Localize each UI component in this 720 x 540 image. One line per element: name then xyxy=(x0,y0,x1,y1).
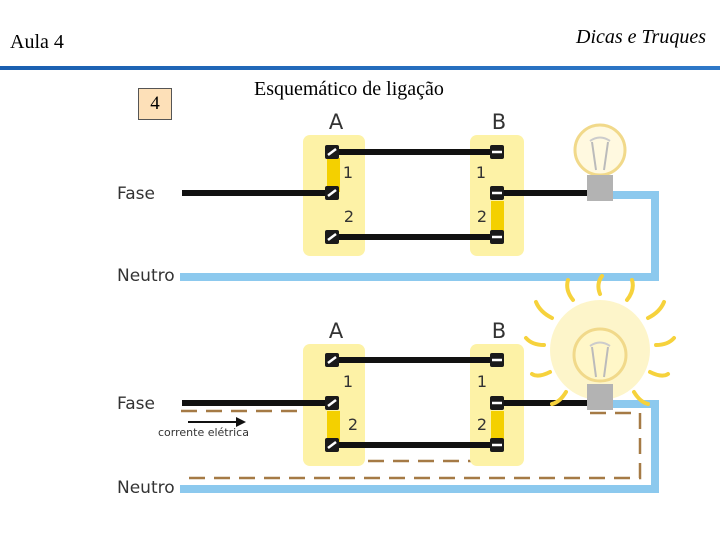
diagram-top: A B 1 2 1 2 Fase Neutro xyxy=(117,110,659,286)
contact-a-bottom xyxy=(327,411,340,445)
header-course: Aula 4 xyxy=(10,31,64,53)
label-b1-top: 1 xyxy=(476,163,486,182)
terminal-screw-icon xyxy=(323,436,341,454)
label-b2-top: 2 xyxy=(477,207,487,226)
contact-b-bottom xyxy=(491,411,504,445)
header-rule xyxy=(0,66,720,70)
current-path xyxy=(181,409,642,480)
label-fase-bottom: Fase xyxy=(117,394,155,414)
label-corrente: corrente elétrica xyxy=(158,426,249,439)
label-b1-bottom: 1 xyxy=(477,372,487,391)
label-b2-bottom: 2 xyxy=(477,415,487,434)
contact-a-top xyxy=(327,158,340,192)
diagram-title: Esquemático de ligação xyxy=(254,78,444,100)
label-neutro-bottom: Neutro xyxy=(117,478,175,498)
terminal-screw-icon xyxy=(488,228,506,246)
diagram-bottom: A B 1 2 1 2 Fase Neutro corrente elétric… xyxy=(117,274,676,498)
label-fase-top: Fase xyxy=(117,184,155,204)
arrow-right-icon xyxy=(188,417,246,427)
bulb-off-icon xyxy=(573,123,627,201)
terminal-screw-icon xyxy=(488,394,506,412)
neutral-wire-bottom xyxy=(180,400,659,493)
terminal-screw-icon xyxy=(323,351,341,369)
label-a1-top: 1 xyxy=(343,163,353,182)
terminal-screw-icon xyxy=(488,351,506,369)
terminal-screw-icon xyxy=(323,394,341,412)
header-section: Dicas e Truques xyxy=(576,26,706,48)
label-a1-bottom: 1 xyxy=(343,372,353,391)
label-a2-bottom: 2 xyxy=(348,415,358,434)
label-a2-top: 2 xyxy=(344,207,354,226)
label-b-bottom: B xyxy=(492,319,506,343)
label-b-top: B xyxy=(492,110,506,134)
terminal-screw-icon xyxy=(488,143,506,161)
terminal-screw-icon xyxy=(323,143,341,161)
contact-b-top xyxy=(491,201,504,235)
slide-number: 4 xyxy=(138,88,172,120)
terminal-screw-icon xyxy=(488,184,506,202)
terminal-screw-icon xyxy=(323,184,341,202)
label-neutro-top: Neutro xyxy=(117,266,175,286)
terminal-screw-icon xyxy=(323,228,341,246)
bulb-on-icon xyxy=(524,274,676,410)
neutral-wire-top xyxy=(180,191,659,281)
label-a-bottom: A xyxy=(329,319,344,343)
terminal-screw-icon xyxy=(488,436,506,454)
label-a-top: A xyxy=(329,110,344,134)
